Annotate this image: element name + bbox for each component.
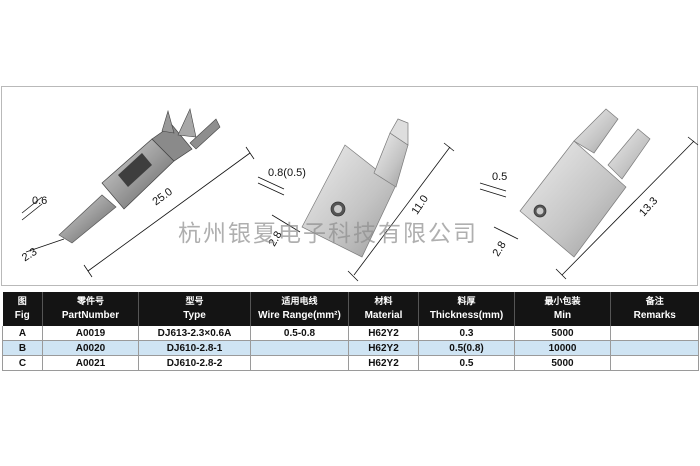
table-row: C A0021 DJ610-2.8-2 H62Y2 0.5 5000 bbox=[2, 355, 699, 371]
fork-terminal-c bbox=[519, 108, 651, 258]
dim-label-a-width: 0.6 bbox=[32, 195, 48, 207]
product-photo-panel: 0.6 2.3 25.0 0.8(0.5) 2.8 11.0 0.5 2.8 1… bbox=[1, 86, 699, 286]
cell-material: H62Y2 bbox=[348, 340, 419, 356]
table-row: A A0019 DJ613-2.3×0.6A 0.5-0.8 H62Y2 0.3… bbox=[2, 326, 699, 341]
tab-terminal-b bbox=[301, 118, 409, 258]
cell-thickness: 0.5(0.8) bbox=[418, 340, 515, 356]
cell-material: H62Y2 bbox=[348, 355, 419, 371]
cell-wire-range: 0.5-0.8 bbox=[250, 326, 349, 341]
company-watermark: 杭州银夏电子科技有限公司 bbox=[178, 221, 478, 247]
cell-part-number: A0021 bbox=[42, 355, 139, 371]
cell-fig: B bbox=[2, 340, 43, 356]
cell-type: DJ613-2.3×0.6A bbox=[138, 326, 251, 341]
dimension-lines-c bbox=[479, 136, 699, 280]
cell-min-pack: 5000 bbox=[514, 326, 611, 341]
cell-part-number: A0019 bbox=[42, 326, 139, 341]
dimension-lines-a bbox=[21, 146, 255, 278]
cell-remarks bbox=[610, 355, 699, 371]
cell-type: DJ610-2.8-2 bbox=[138, 355, 251, 371]
cell-remarks bbox=[610, 340, 699, 356]
cell-part-number: A0020 bbox=[42, 340, 139, 356]
dimension-lines-b bbox=[257, 142, 455, 282]
cell-thickness: 0.3 bbox=[418, 326, 515, 341]
cell-min-pack: 10000 bbox=[514, 340, 611, 356]
dim-label-b-thickness: 0.8(0.5) bbox=[268, 167, 306, 179]
terminal-drawings bbox=[21, 108, 699, 282]
cell-type: DJ610-2.8-1 bbox=[138, 340, 251, 356]
cell-remarks bbox=[610, 326, 699, 341]
cell-fig: C bbox=[2, 355, 43, 371]
table-row: B A0020 DJ610-2.8-1 H62Y2 0.5(0.8) 10000 bbox=[2, 340, 699, 356]
dim-label-c-thickness: 0.5 bbox=[492, 171, 508, 183]
cell-thickness: 0.5 bbox=[418, 355, 515, 371]
cell-wire-range bbox=[250, 355, 349, 371]
crimp-terminal-a bbox=[58, 108, 221, 244]
cell-min-pack: 5000 bbox=[514, 355, 611, 371]
cell-fig: A bbox=[2, 326, 43, 341]
cell-wire-range bbox=[250, 340, 349, 356]
cell-material: H62Y2 bbox=[348, 326, 419, 341]
